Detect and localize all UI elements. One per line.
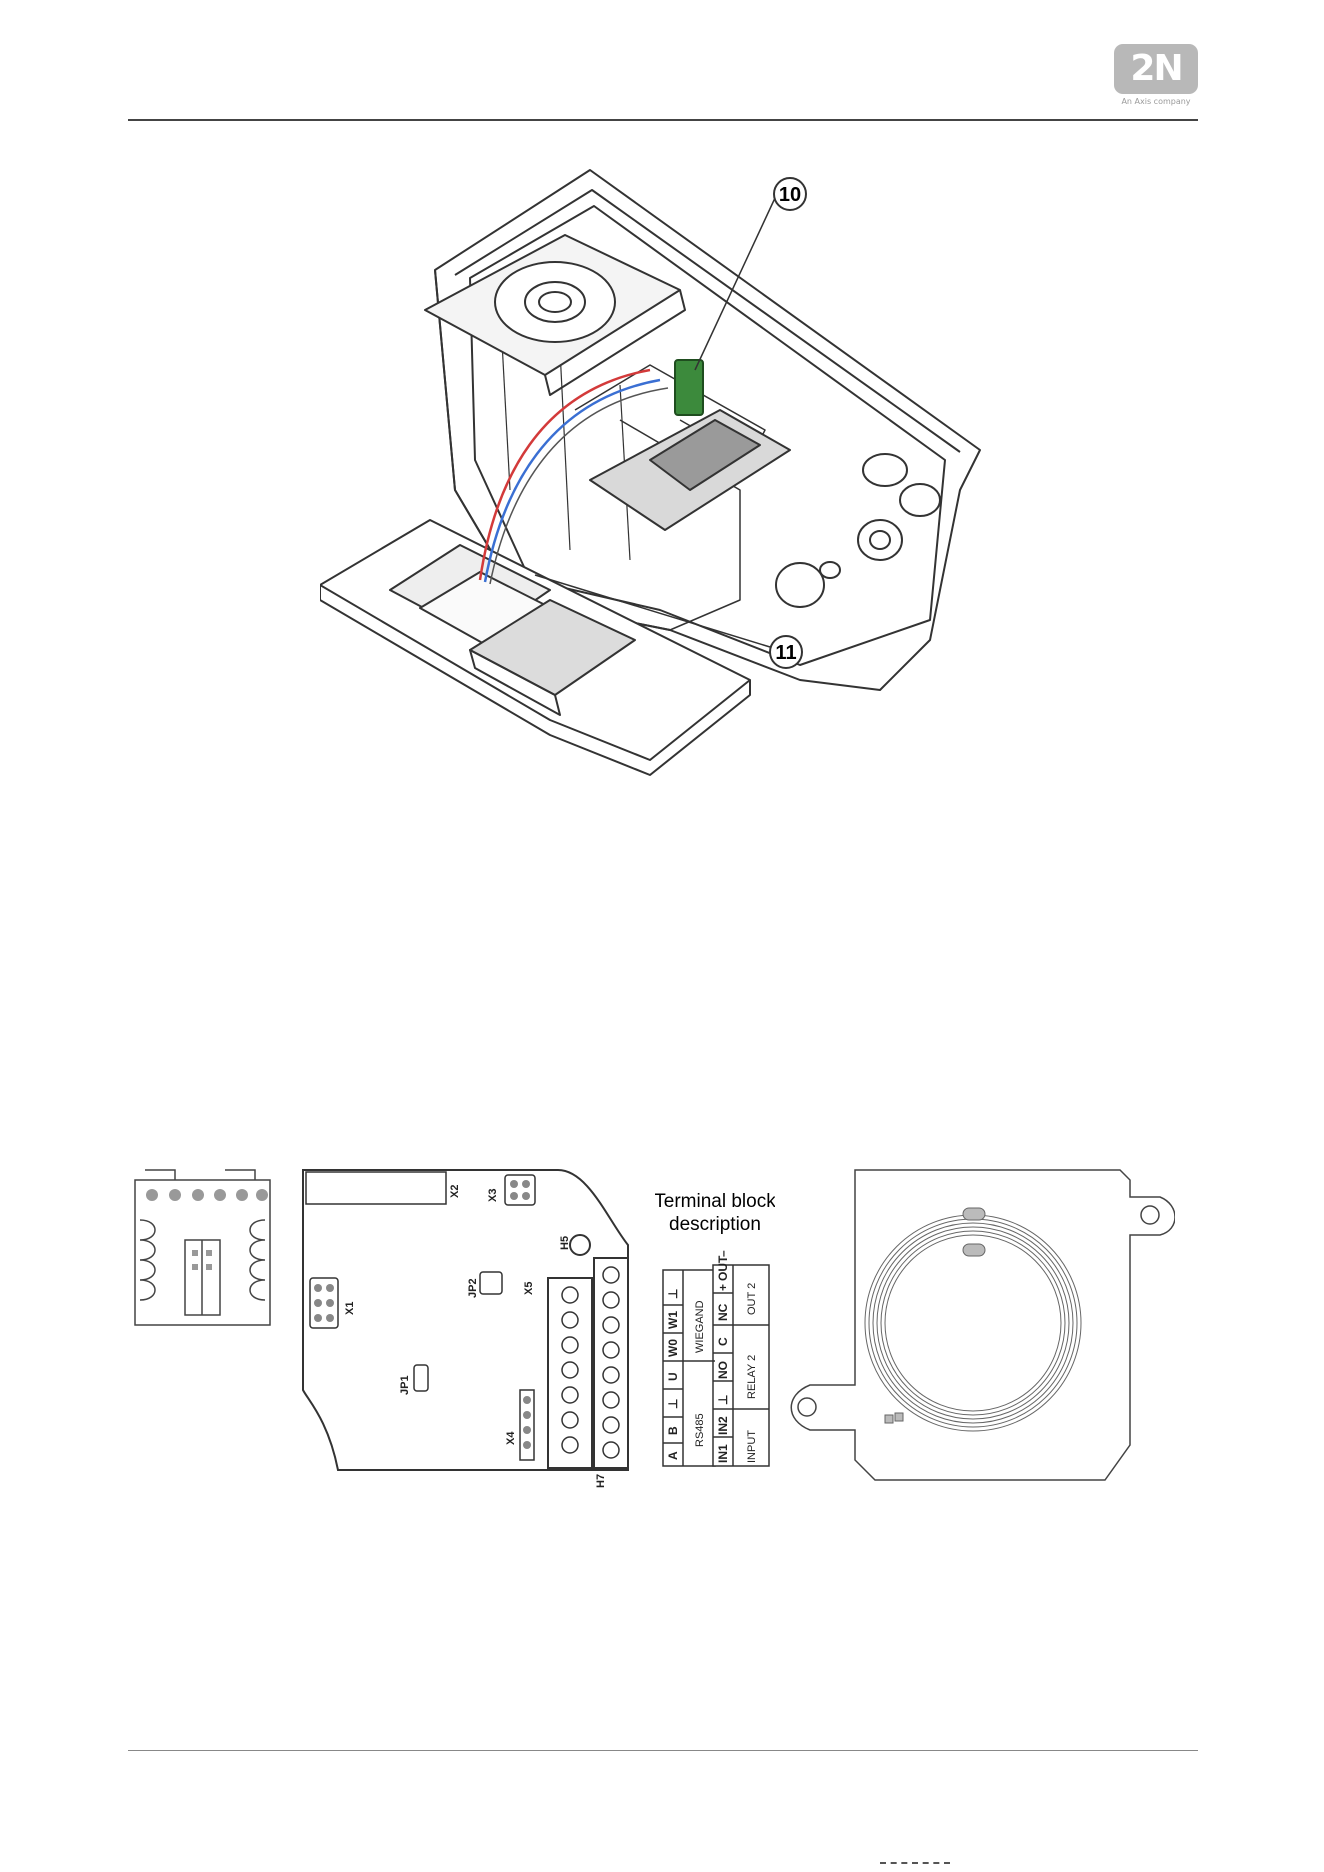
label-h5: H5 [559, 1236, 571, 1250]
term-out: OUT [716, 1255, 730, 1281]
term-in1: IN1 [716, 1444, 730, 1463]
header-rule [128, 119, 1198, 121]
term-c: C [716, 1337, 730, 1346]
term-b: B [666, 1426, 680, 1435]
term-nc: NC [716, 1303, 730, 1321]
term-u: U [666, 1372, 680, 1381]
group-relay2: RELAY 2 [746, 1355, 758, 1399]
terminal-block-title-2: description [669, 1214, 761, 1235]
label-jp2: JP2 [467, 1278, 479, 1298]
term-minus: – [716, 1250, 730, 1257]
term-a: A [666, 1451, 680, 1460]
logo-mark: 2N [1114, 44, 1198, 94]
term-gnd-1: ⊥ [666, 1399, 680, 1409]
term-gnd-2: ⊥ [666, 1289, 680, 1299]
wiring-module-drawing [130, 1160, 275, 1335]
footer-rule [128, 1750, 1198, 1751]
group-out2: OUT 2 [746, 1283, 758, 1315]
term-w1: W1 [666, 1311, 680, 1329]
pcb-drawing: X2 X3 H5 JP2 X5 X1 JP1 X4 H7 [298, 1160, 658, 1490]
label-h7: H7 [595, 1474, 607, 1488]
bottom-marks [880, 1862, 950, 1867]
label-x2: X2 [449, 1185, 461, 1198]
installation-drawing: 10 11 [320, 160, 1020, 810]
terminal-block-title-1: Terminal block [655, 1191, 775, 1212]
term-no: NO [716, 1361, 730, 1379]
group-input: INPUT [746, 1430, 758, 1463]
company-logo: 2N An Axis company [1114, 44, 1198, 106]
terminal-block-description: Terminal block description A B ⊥ U W0 W1… [655, 1185, 775, 1485]
term-in2: IN2 [716, 1416, 730, 1435]
rfid-antenna-board [785, 1165, 1175, 1490]
term-gnd-3: ⊥ [716, 1395, 730, 1405]
term-plus: + [716, 1284, 730, 1291]
term-w0: W0 [666, 1339, 680, 1357]
label-x3: X3 [487, 1189, 499, 1202]
label-jp1: JP1 [399, 1375, 411, 1395]
callout-11: 11 [770, 636, 802, 668]
label-x5: X5 [523, 1282, 535, 1295]
logo-subtitle: An Axis company [1114, 97, 1198, 106]
label-x1: X1 [344, 1302, 356, 1315]
svg-text:10: 10 [779, 184, 801, 206]
svg-text:11: 11 [775, 642, 796, 664]
group-wiegand: WIEGAND [694, 1300, 706, 1353]
group-rs485: RS485 [694, 1413, 706, 1447]
callout-10: 10 [774, 178, 806, 210]
label-x4: X4 [505, 1431, 517, 1445]
